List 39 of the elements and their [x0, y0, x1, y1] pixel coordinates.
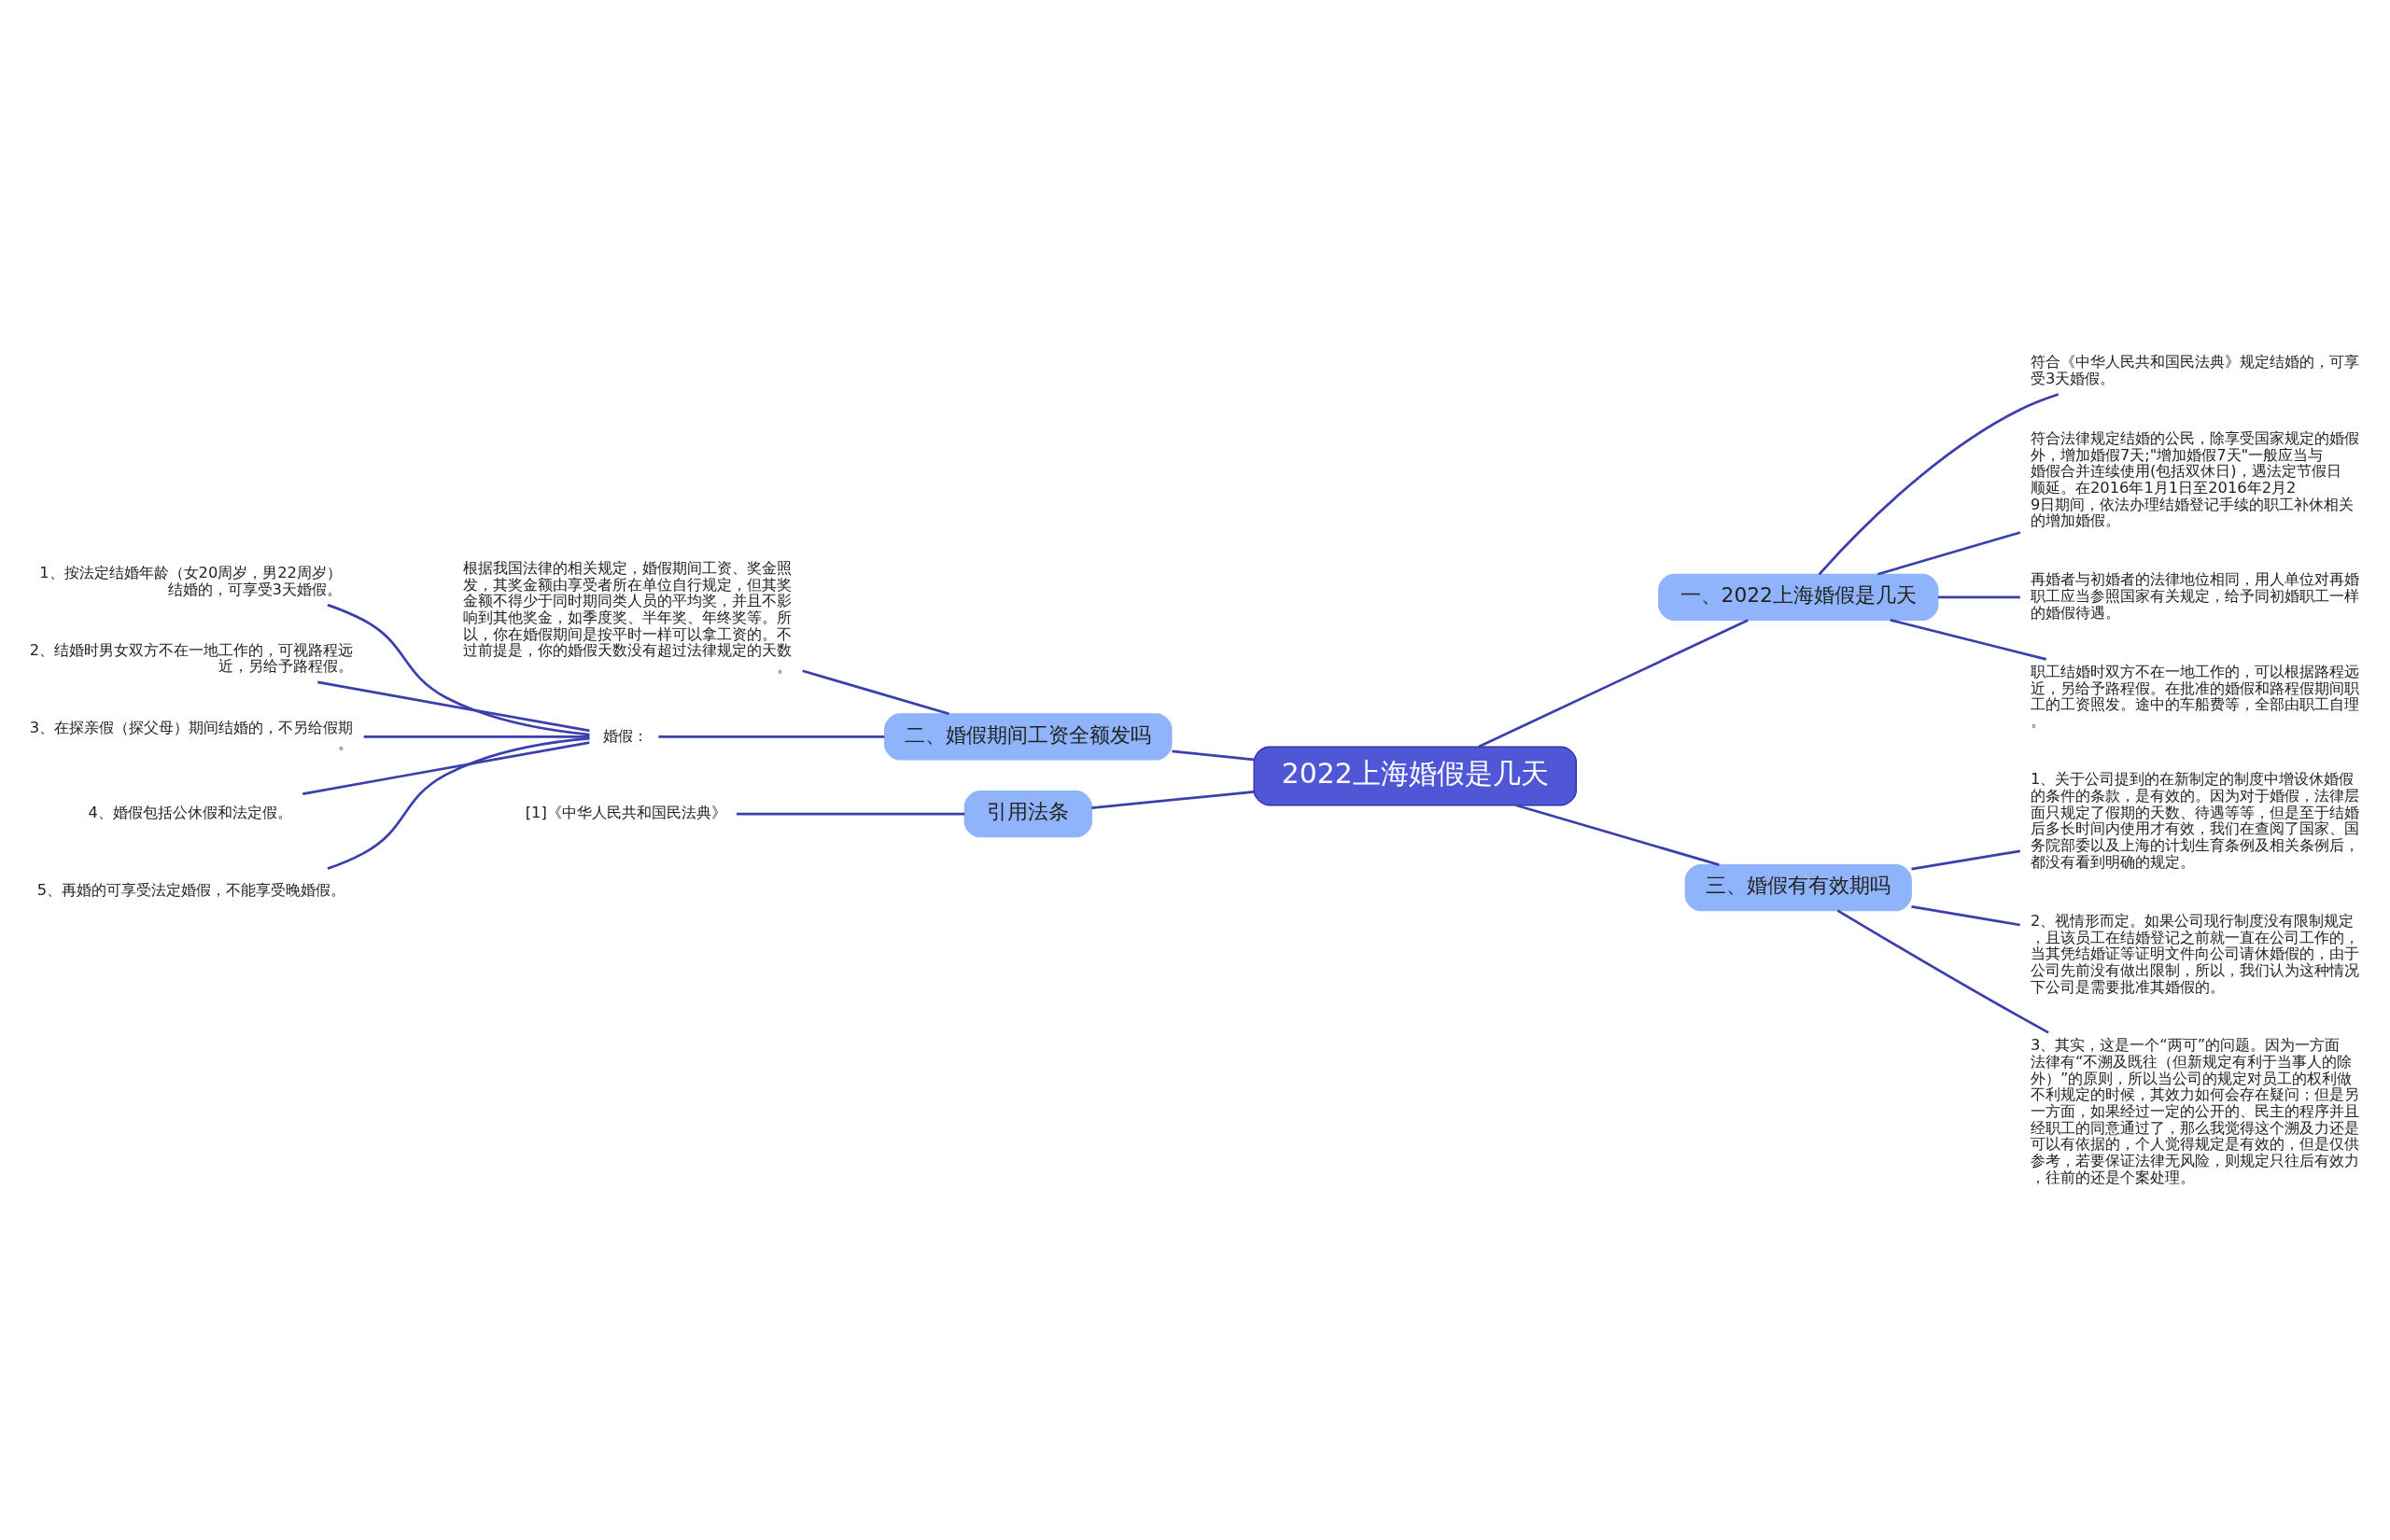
node-text: 5、再婚的可享受法定婚假，不能享受晚婚假。	[36, 881, 346, 900]
node-text: 根据我国法律的相关规定，婚假期间工资、奖金照发，其奖金额由享受者所在单位自行规定，但其奖金额不得少于同时期同类人员的平均奖，并且不影响到其他奖金，如季度奖、半年奖、年终奖等。所以，你在婚假期间是按平时一样可以拿工资的。不过前提是，你的婚假天数没有超过法律规定的天数。	[463, 559, 793, 677]
node-text: 再婚者与初婚者的法律地位相同，用人单位对再婚职工应当参照国家有关规定，给予同初婚职工一样的婚假待遇。	[2030, 570, 2359, 622]
node-box: 三、婚假有有效期吗	[1684, 863, 1912, 912]
node-text: 职工结婚时双方不在一地工作的，可以根据路程远近，另给予路程假。在批准的婚假和路程假期间职工的工资照发。途中的车船费等，全部由职工自理。	[2030, 662, 2359, 730]
node-text: 4、婚假包括公休假和法定假。	[88, 804, 292, 822]
connector	[363, 735, 590, 738]
connector	[302, 741, 590, 795]
node-text: 2、结婚时男女双方不在一地工作的，可视路程远近，另给予路程假。	[29, 640, 354, 676]
connector	[1890, 619, 2047, 661]
node-text: 符合法律规定结婚的公民，除享受国家规定的婚假外，增加婚假7天;"增加婚假7天"一般应当与婚假合并连续使用(包括双休日)，遇法定节假日顺延。在2016年1月1日至2016年2月29日期间，依法办理结婚登记手续的职工补休相关的增加婚假。	[2030, 428, 2359, 530]
connector	[1515, 804, 1720, 866]
connector	[1836, 909, 2049, 1034]
connector	[317, 680, 590, 733]
node-box: 2022上海婚假是几天	[1253, 746, 1578, 806]
node-box: 引用法条	[963, 791, 1092, 838]
node-text: 符合《中华人民共和国民法典》规定结婚的，可享受3天婚假。	[2030, 353, 2359, 387]
connector	[327, 736, 590, 870]
connector	[1818, 393, 2060, 576]
connector	[1172, 749, 1254, 762]
connector	[327, 603, 590, 736]
connector	[802, 669, 949, 716]
connector	[1478, 619, 1749, 749]
node-text: 2、视情形而定。如果公司现行制度没有限制规定，且该员工在结婚登记之前就一直在公司工作的，当其凭结婚证等证明文件向公司请休婚假的，由于公司先前没有做出限制，所以，我们认为这种情况下公司是需要批准其婚假的。	[2030, 911, 2359, 996]
connector	[1911, 849, 2021, 871]
node-box: 二、婚假期间工资全额发吗	[884, 713, 1173, 761]
connector	[1911, 904, 2021, 927]
node-text: 3、在探亲假（探父母）期间结婚的，不另给假期。	[29, 718, 354, 753]
connector	[658, 735, 885, 738]
connector	[1938, 595, 2020, 599]
node-text: 3、其实，这是一个“两可”的问题。因为一方面法律有“不溯及既往（但新规定有利于当事人的除外）”的原则，所以当公司的规定对员工的权利做不利规定的时候，其效力如何会存在疑问；但是另一方面，如果经过一定的公开的、民主的程序并且经职工的同意通过了，那么我觉得这个溯及力还是可以有依据的，个人觉得规定是有效的，但是仅供参考，若要保证法律无风险，则规定只往后有效力，往前的还是个案处理。	[2030, 1036, 2359, 1186]
node-box: 一、2022上海婚假是几天	[1658, 573, 1939, 621]
node-text: 1、按法定结婚年龄（女20周岁，男22周岁）结婚的，可享受3天婚假。	[39, 563, 342, 598]
node-text: 1、关于公司提到的在新制定的制度中增设休婚假的条件的条款，是有效的。因为对于婚假，法律层面只规定了假期的天数、待遇等等，但是至于结婚后多长时间内使用才有效，我们在查阅了国家、国务院部委以及上海的计划生育条例及相关条例后，都没有看到明确的规定。	[2030, 770, 2359, 871]
connector	[1877, 531, 2021, 576]
connector	[737, 812, 965, 816]
node-text: 婚假：	[603, 726, 649, 745]
node-text: [1]《中华人民共和国民法典》	[525, 804, 726, 822]
connector	[1091, 791, 1255, 809]
